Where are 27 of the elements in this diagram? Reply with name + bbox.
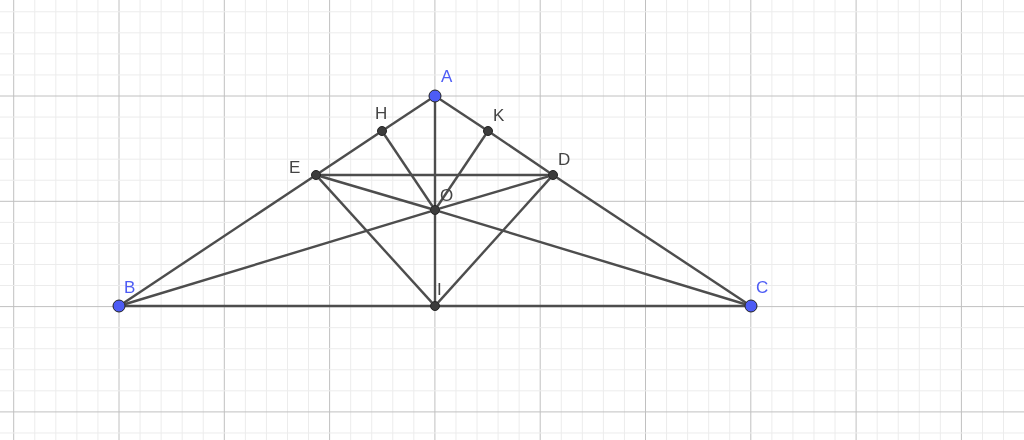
line-segment bbox=[318, 177, 433, 304]
line-segment bbox=[439, 304, 745, 308]
line-segment bbox=[439, 98, 485, 130]
line-segment bbox=[437, 177, 551, 304]
point-label: A bbox=[441, 67, 453, 86]
point-label: I bbox=[437, 280, 442, 299]
line-segment bbox=[320, 175, 431, 210]
line-segment bbox=[124, 210, 432, 306]
line-segment bbox=[433, 102, 437, 206]
line-segment bbox=[125, 304, 431, 308]
line-segment bbox=[385, 98, 431, 130]
point-label: H bbox=[375, 104, 388, 123]
line-segment bbox=[438, 175, 550, 210]
point-label: B bbox=[124, 278, 136, 297]
line-segment bbox=[436, 134, 487, 207]
line-segment bbox=[319, 132, 379, 174]
point-label: D bbox=[558, 150, 571, 169]
line-segment bbox=[320, 173, 549, 177]
point-label: K bbox=[493, 106, 505, 125]
line-segment bbox=[123, 176, 313, 304]
point-label: C bbox=[756, 278, 769, 297]
line-segment bbox=[491, 132, 550, 174]
line-segment bbox=[556, 176, 747, 304]
point-label: E bbox=[289, 158, 301, 177]
line-segment bbox=[383, 134, 434, 207]
line-segment bbox=[433, 214, 437, 302]
line-segment bbox=[438, 210, 746, 306]
